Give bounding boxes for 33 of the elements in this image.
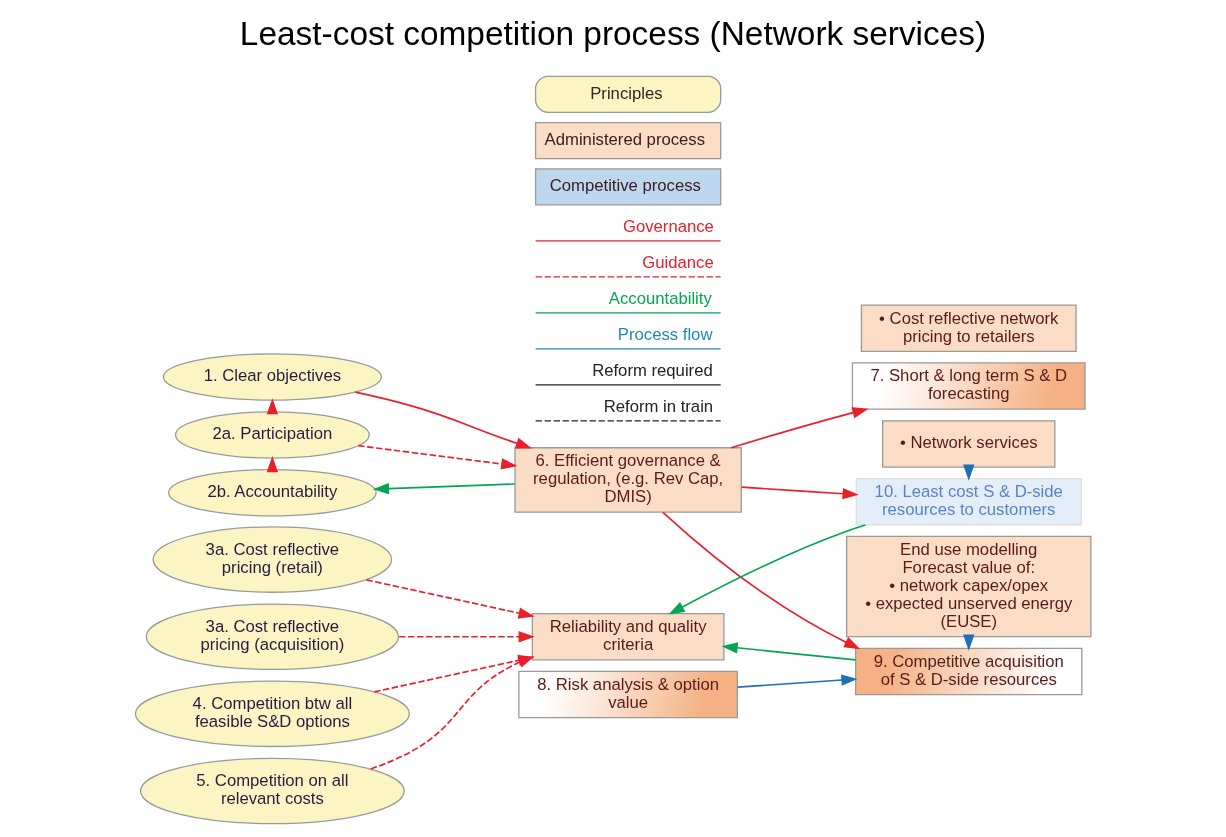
legend-label: Principles: [590, 83, 663, 103]
node-box: • Cost reflective network pricing to retailers: [860, 304, 1077, 352]
legend-label: Administered process: [544, 129, 706, 149]
legend-label: Process flow: [617, 325, 713, 345]
diagram-title: Least-cost competition process (Network services): [239, 15, 987, 53]
arrow: [365, 579, 535, 619]
legend-label: Reform required: [592, 361, 713, 381]
node-ellipse: 4. Competition btw all feasible S&D options: [134, 680, 410, 748]
node-ellipse: 3a. Cost reflective pricing (acquisition): [145, 603, 400, 670]
arrow: [357, 444, 518, 470]
legend-label: Governance: [622, 217, 714, 237]
node-box: 10. Least cost S & D-side resources to customers: [855, 477, 1082, 526]
legend-label: Reform in train: [603, 397, 714, 417]
node-box: 9. Competitive acquisition of S & D-side resources: [855, 647, 1083, 696]
arrow: [398, 631, 535, 643]
arrow: [662, 511, 861, 650]
node-ellipse: 1. Clear objectives: [162, 353, 382, 401]
arrow: [740, 486, 859, 500]
node-ellipse: 5. Competition on all relevant costs: [139, 757, 405, 825]
arrow: [736, 674, 858, 688]
legend-label: Guidance: [642, 253, 714, 273]
arrow: [354, 391, 532, 449]
legend-label: Accountability: [608, 289, 712, 309]
arrow: [668, 524, 867, 615]
arrow: [372, 482, 516, 495]
node-box: Reliability and quality criteria: [531, 612, 725, 661]
node-box: 8. Risk analysis & option value: [518, 670, 739, 719]
arrow: [730, 407, 869, 449]
node-box: 6. Efficient governance & regulation, (e.g. Rev Cap, DMIS): [514, 447, 742, 513]
node-box: 7. Short & long term S & D forecasting: [851, 362, 1086, 410]
node-ellipse: 3a. Cost reflective pricing (retail): [152, 526, 393, 593]
legend-label: Competitive process: [549, 176, 701, 196]
arrow: [721, 642, 857, 661]
